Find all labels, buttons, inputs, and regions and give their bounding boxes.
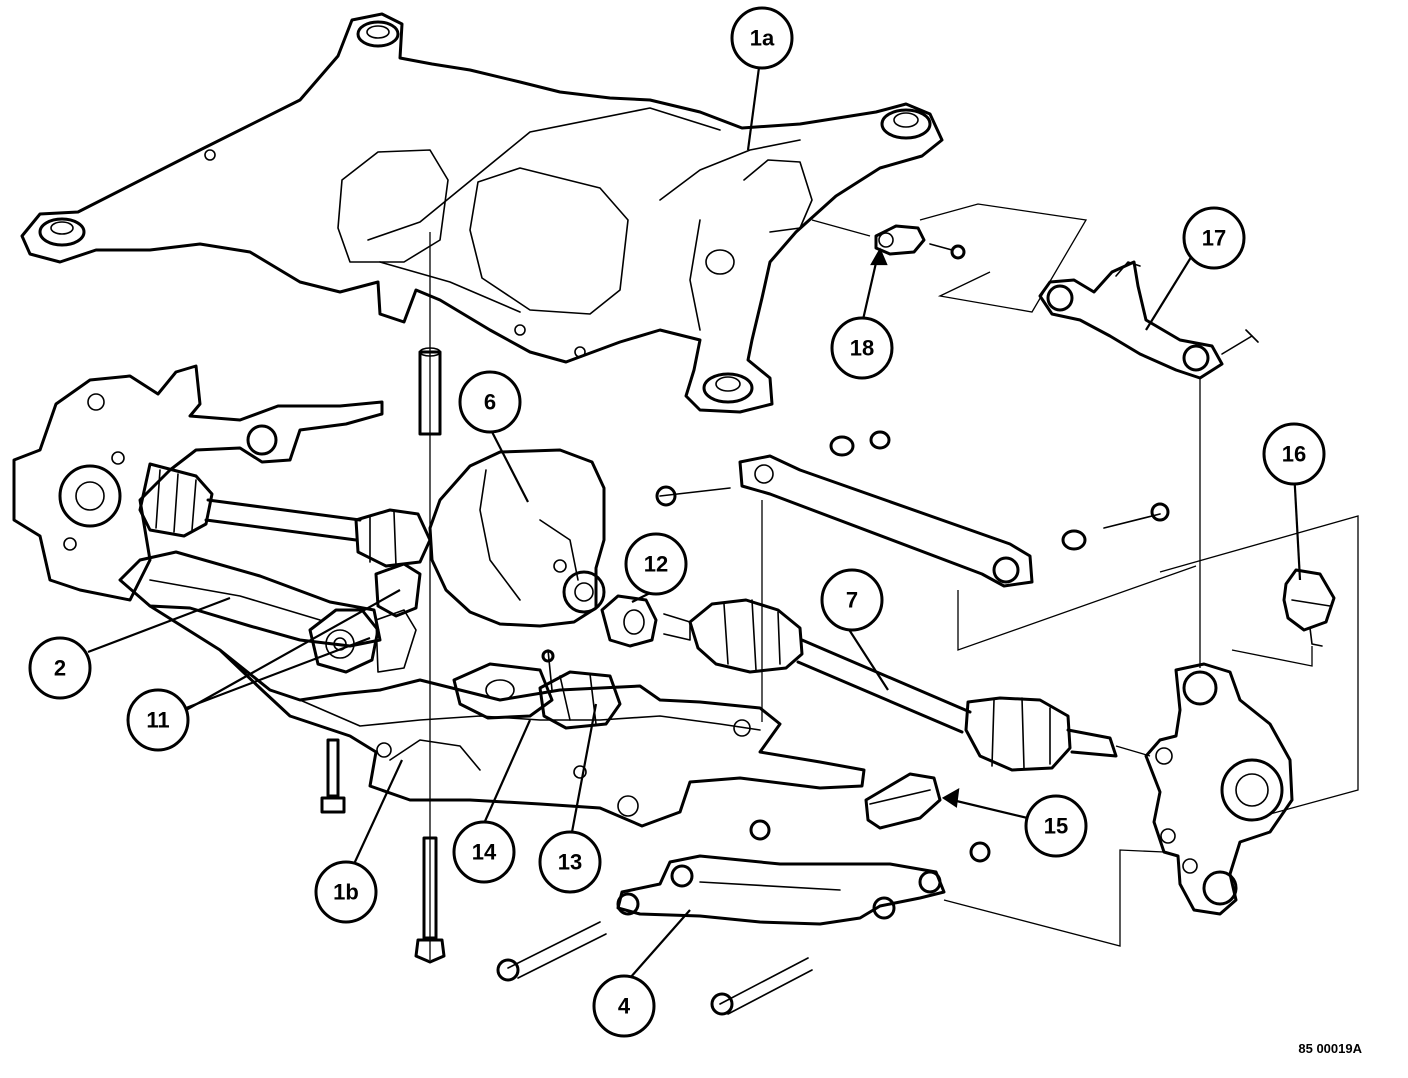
differential-housing xyxy=(428,448,606,628)
callout-7-label: 7 xyxy=(846,588,858,613)
callout-13: 13 xyxy=(538,830,602,894)
callout-1b: 1b xyxy=(314,860,378,924)
callout-12: 12 xyxy=(624,532,688,596)
callout-15-label: 15 xyxy=(1044,814,1068,839)
figure-reference-code: 85 00019A xyxy=(1298,1041,1362,1056)
bump-stop xyxy=(1159,515,1359,815)
height-sensor xyxy=(811,203,1088,313)
callout-1a-label: 1a xyxy=(750,26,775,51)
callout-16: 16 xyxy=(1262,422,1326,486)
drive-shaft xyxy=(663,598,1151,772)
callout-4: 4 xyxy=(592,974,656,1038)
rear-subframe xyxy=(20,12,944,414)
callout-16-label: 16 xyxy=(1282,442,1306,467)
callout-11-label: 11 xyxy=(146,708,169,733)
callout-15: 15 xyxy=(1024,794,1088,858)
callout-17-label: 17 xyxy=(1202,226,1226,251)
lateral-rod xyxy=(655,430,1197,722)
callout-6-label: 6 xyxy=(484,390,496,415)
callout-18-label: 18 xyxy=(850,336,874,361)
upper-control-arm xyxy=(1038,260,1259,668)
callout-1a: 1a xyxy=(730,6,794,70)
callout-14-label: 14 xyxy=(472,840,497,865)
lower-crossmember xyxy=(148,604,866,828)
callout-12-label: 12 xyxy=(644,552,668,577)
callout-1b-label: 1b xyxy=(333,880,359,905)
callout-11: 11 xyxy=(126,688,190,752)
mounting-bolts xyxy=(320,232,446,964)
callout-13-label: 13 xyxy=(558,850,582,875)
wheel-knuckle xyxy=(1144,662,1294,916)
callout-4-label: 4 xyxy=(618,994,631,1019)
callout-7: 7 xyxy=(820,568,884,632)
callout-14: 14 xyxy=(452,820,516,884)
callout-2-label: 2 xyxy=(54,656,66,681)
trailing-link xyxy=(118,550,422,674)
leader-lines xyxy=(87,59,1302,979)
left-hub-assembly xyxy=(12,364,432,602)
callout-17: 17 xyxy=(1182,206,1246,270)
callout-6: 6 xyxy=(458,370,522,434)
callout-2: 2 xyxy=(28,636,92,700)
differential-bushing xyxy=(600,594,658,648)
callout-18: 18 xyxy=(830,316,894,380)
differential-mount-bracket xyxy=(538,649,622,730)
rubber-pad xyxy=(864,772,942,830)
lower-control-arm xyxy=(496,819,1165,1016)
